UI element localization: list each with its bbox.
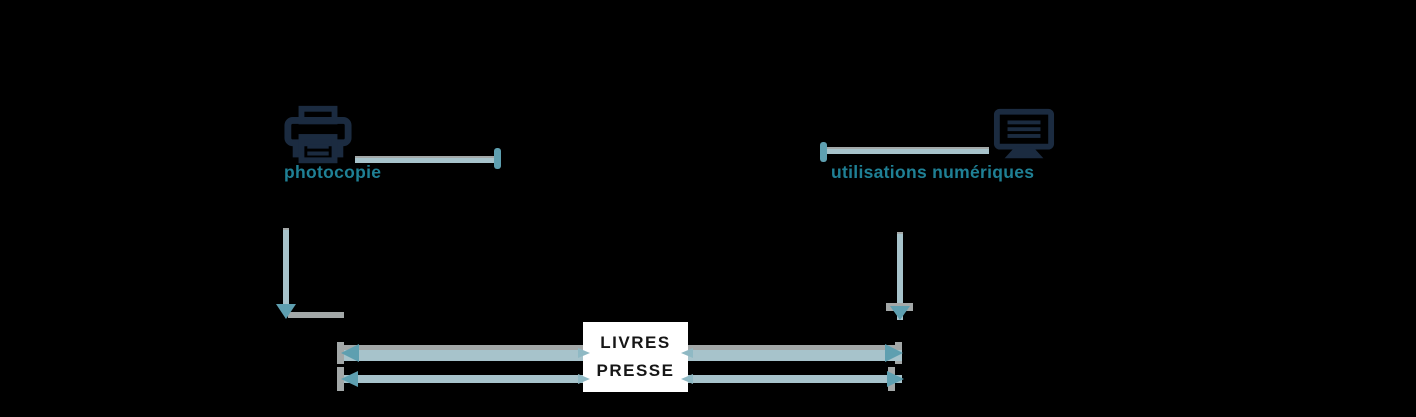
photocopy-label[interactable]: photocopie — [284, 162, 382, 182]
left-arrowhead-down — [276, 304, 296, 319]
bottom-line-left-box-tip — [578, 374, 590, 384]
printer-icon — [283, 104, 353, 168]
livres-presse-box: LIVRES PRESSE — [583, 322, 688, 392]
box-label-presse: PRESSE — [596, 361, 675, 380]
bottom-connector-left-terminator — [337, 367, 344, 391]
top-connector-arrowhead-left — [341, 344, 359, 362]
top-line-right-box-tip — [681, 348, 693, 358]
right-arrowhead-down — [890, 306, 910, 320]
photocopy-top-connector-line — [355, 156, 496, 163]
top-connector-arrowhead-right — [885, 344, 903, 362]
box-label-livres: LIVRES — [600, 333, 671, 352]
top-line-left-box-tip — [578, 348, 590, 358]
bottom-line-right-box-tip — [681, 374, 693, 384]
photocopy-top-connector-endcap — [494, 148, 501, 169]
monitor-icon — [993, 108, 1055, 162]
bottom-connector-arrowhead-left — [341, 371, 358, 387]
bottom-connector-arrowhead-right — [887, 371, 904, 387]
left-vertical-arrow-line — [283, 230, 289, 306]
digital-top-connector-line — [823, 147, 989, 154]
digital-top-connector-endcap — [820, 142, 827, 162]
left-elbow-line — [288, 312, 344, 318]
top-connector-left-terminator — [337, 342, 344, 364]
right-vertical-arrow-line — [897, 234, 903, 320]
digital-uses-label[interactable]: utilisations numériques — [831, 162, 1035, 182]
